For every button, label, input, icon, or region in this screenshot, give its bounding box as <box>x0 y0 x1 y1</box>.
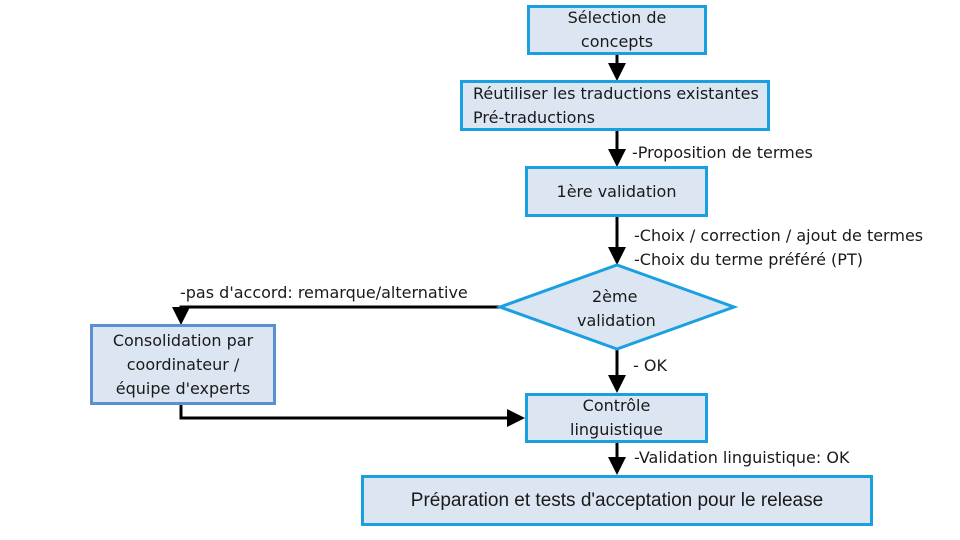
reuse-box: Réutiliser les traductions existantes Pr… <box>460 80 770 131</box>
selection-line-2: concepts <box>580 32 654 51</box>
reuse-line-2: Pré-traductions <box>473 107 595 127</box>
selection-line-1: Sélection de <box>567 8 667 27</box>
consolidation-line-3: équipe d'experts <box>115 378 251 398</box>
release-box: Préparation et tests d'acceptation pour … <box>361 475 873 526</box>
annotation-proposal: -Proposition de termes <box>632 143 813 162</box>
selection-box: Sélection de concepts <box>527 5 707 55</box>
annotation-choice-1: -Choix / correction / ajout de termes <box>634 226 924 245</box>
linguistic-control-box: Contrôle linguistique <box>525 393 708 443</box>
annotation-choice-2: -Choix du terme préféré (PT) <box>634 250 863 269</box>
consolidation-box: Consolidation par coordinateur / équipe … <box>90 324 276 405</box>
second-validation-line-2: validation <box>577 311 656 330</box>
reuse-line-1: Réutiliser les traductions existantes <box>473 83 759 103</box>
annotation-linguistic-ok: -Validation linguistique: OK <box>634 448 850 467</box>
decision-diamond <box>495 263 739 351</box>
consolidation-line-1: Consolidation par <box>112 330 254 350</box>
arrow-consolidation-to-control <box>179 405 525 427</box>
first-validation-label: 1ère validation <box>556 181 677 201</box>
second-validation-line-1: 2ème <box>592 287 638 306</box>
annotation-disagreement: -pas d'accord: remarque/alternative <box>180 283 468 302</box>
first-validation-box: 1ère validation <box>525 166 708 217</box>
annotation-ok: - OK <box>633 356 667 375</box>
arrow-second-validation-to-consolidation <box>172 305 500 325</box>
control-line-1: Contrôle <box>582 396 651 415</box>
consolidation-line-2: coordinateur / <box>126 354 240 374</box>
release-label: Préparation et tests d'acceptation pour … <box>410 489 824 511</box>
control-line-2: linguistique <box>570 420 663 439</box>
